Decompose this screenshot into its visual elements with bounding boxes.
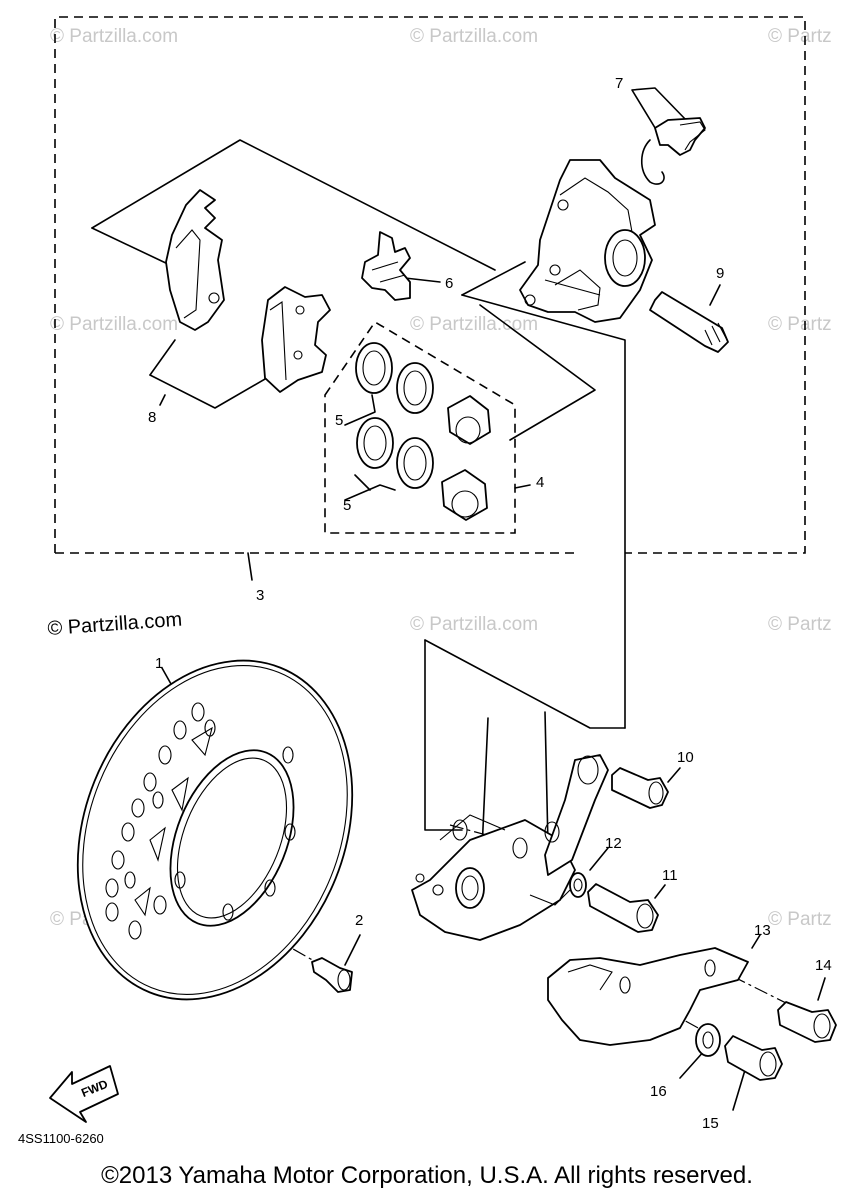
leader-lines	[91, 87, 826, 1111]
disc-guard	[547, 947, 749, 1046]
callout-4: 4	[536, 474, 544, 491]
bleed-screw	[640, 117, 706, 185]
callout-8: 8	[148, 409, 156, 426]
watermark: © Partz	[768, 26, 832, 47]
washer-16	[695, 1023, 721, 1057]
callout-5: 5	[335, 412, 343, 429]
fork-leg	[411, 711, 609, 941]
callout-6: 6	[445, 275, 453, 292]
watermark: © Partzilla.com	[50, 26, 178, 47]
callout-9: 9	[716, 265, 724, 282]
callout-14: 14	[815, 957, 832, 974]
callout-5: 5	[343, 497, 351, 514]
callout-1: 1	[155, 655, 163, 672]
disc-bolt	[311, 957, 353, 993]
brake-pad-inner	[165, 189, 225, 331]
callout-12: 12	[605, 835, 622, 852]
caliper-body	[519, 159, 656, 323]
callout-10: 10	[677, 749, 694, 766]
caliper-pin	[649, 291, 729, 353]
callout-16: 16	[650, 1083, 667, 1100]
copyright-notice: ©2013 Yamaha Motor Corporation, U.S.A. A…	[101, 1162, 753, 1189]
watermark: © Partzilla.com	[50, 314, 178, 335]
washer-12	[569, 872, 587, 898]
callout-11: 11	[662, 867, 678, 884]
brake-pad-outer	[261, 286, 331, 393]
watermark: © Partz	[768, 614, 832, 635]
watermark: © Partz	[768, 909, 832, 930]
fwd-arrow-icon: FWD	[49, 1065, 119, 1123]
callout-15: 15	[702, 1115, 719, 1132]
piston-seals	[355, 342, 434, 489]
callout-2: 2	[355, 912, 363, 929]
callout-13: 13	[754, 922, 771, 939]
pad-spring	[361, 231, 411, 301]
bolt-15	[724, 1035, 783, 1081]
pistons	[441, 395, 491, 521]
brake-disc	[76, 659, 354, 1001]
partzilla-watermark: © Partzilla.com	[47, 609, 183, 640]
watermark: © Partzilla.com	[410, 314, 538, 335]
callout-7: 7	[615, 75, 623, 92]
watermark: © Partz	[768, 314, 832, 335]
callout-3: 3	[256, 587, 264, 604]
watermark: © Partzilla.com	[410, 26, 538, 47]
caliper-assembly-box	[54, 16, 806, 554]
bolt-10	[611, 767, 669, 809]
bolt-11	[587, 883, 659, 933]
bolt-14	[777, 1001, 837, 1043]
callout-numbers: 1 2 3 4 5 5 6 7 8 9 10 11 12 13 14 15 16	[148, 75, 832, 1132]
watermark: © Partzilla.com	[410, 614, 538, 635]
diagram-code: 4SS1100-6260	[18, 1131, 104, 1146]
